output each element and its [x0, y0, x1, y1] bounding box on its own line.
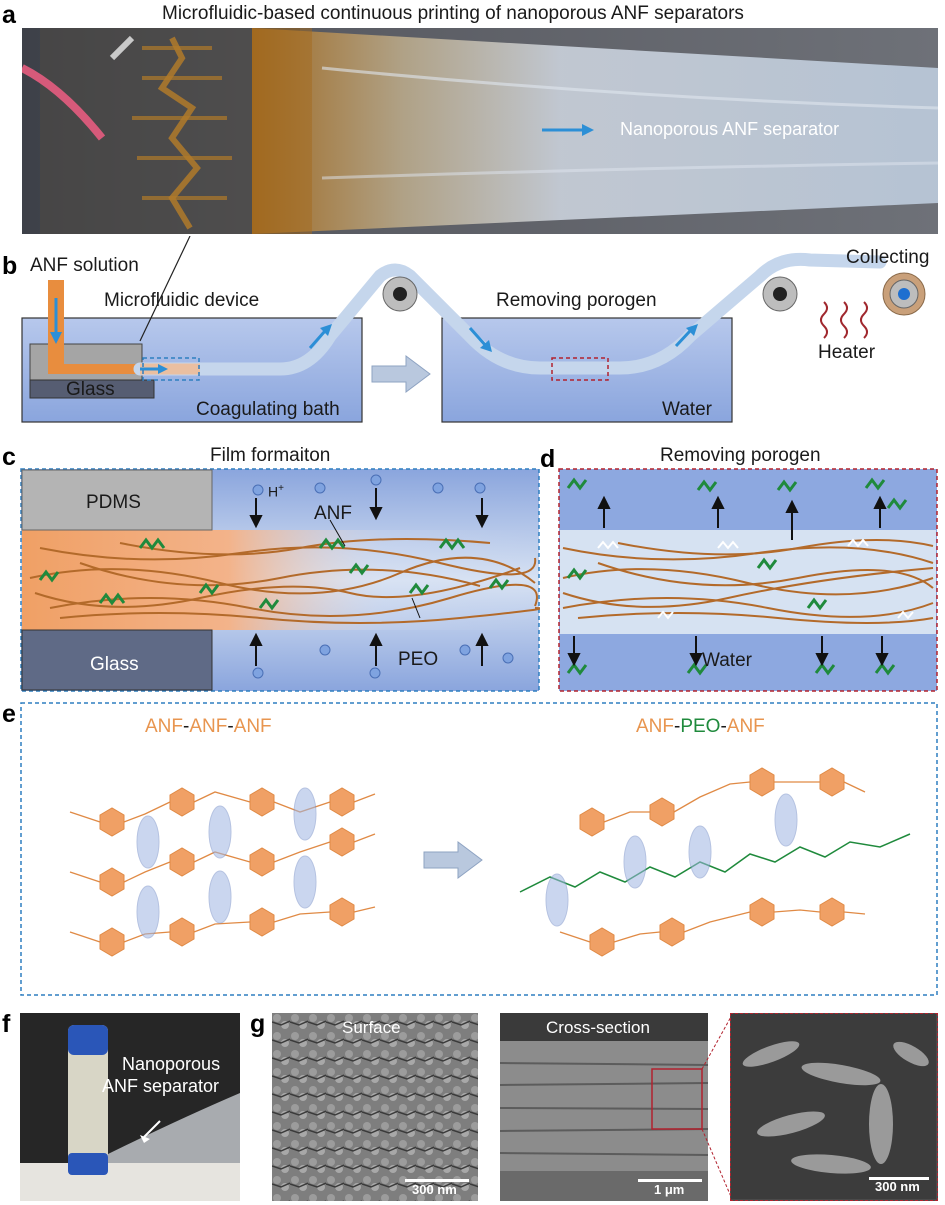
film-formation-diagram	[20, 468, 540, 692]
anf-title-part3: ANF	[233, 716, 272, 737]
scale-bar-label-1: 300 nm	[412, 1182, 457, 1197]
chemical-structures-diagram	[20, 702, 938, 996]
sem-surface-image: Surface 300 nm	[272, 1013, 478, 1201]
removing-porogen-title: Removing porogen	[660, 445, 821, 466]
battery-illustration	[20, 1013, 240, 1201]
anf-label-c: ANF	[314, 503, 352, 524]
film-formation-title: Film formaiton	[210, 445, 331, 466]
panel-label-b: b	[2, 252, 18, 280]
zoom-connector-lines	[701, 1014, 733, 1200]
peo-title-part1: ANF	[636, 716, 674, 737]
h-plus-label: H+	[268, 484, 284, 499]
peo-label-c: PEO	[398, 649, 439, 670]
water-label-d: Water	[702, 650, 752, 671]
microfluidic-device-label: Microfluidic device	[104, 290, 260, 311]
water-label-b: Water	[662, 399, 712, 420]
sem-cross-section-texture	[500, 1013, 708, 1201]
panel-label-g: g	[250, 1010, 266, 1038]
microfluidic-printing-photo: Nanoporous ANF separator	[22, 28, 938, 234]
panel-a-title: Microfluidic-based continuous printing o…	[162, 3, 744, 24]
glass-label-c: Glass	[90, 654, 139, 675]
h-plus-superscript: +	[278, 483, 284, 494]
panel-label-f: f	[2, 1010, 11, 1038]
surface-label: Surface	[342, 1018, 401, 1037]
heater-label: Heater	[818, 342, 876, 363]
anf-title-dash2: -	[227, 716, 234, 737]
removing-porogen-label-b: Removing porogen	[496, 290, 657, 311]
peo-title-dash2: -	[720, 716, 727, 737]
anf-peo-anf-title: ANF-PEO-ANF	[636, 717, 765, 736]
peo-title-dash1: -	[674, 716, 681, 737]
collecting-label: Collecting	[846, 247, 930, 268]
panel-label-e: e	[2, 700, 16, 728]
pdms-label: PDMS	[86, 492, 141, 513]
battery-photo: Nanoporous ANF separator	[20, 1013, 240, 1201]
anf-anf-anf-title: ANF-ANF-ANF	[145, 717, 272, 736]
sem-cross-section-image: Cross-section 1 μm	[500, 1013, 708, 1201]
cross-section-label: Cross-section	[546, 1018, 650, 1037]
sem-zoomed-image: 300 nm	[730, 1013, 938, 1201]
coagulating-bath-label: Coagulating bath	[196, 399, 340, 420]
sem-zoomed-texture	[731, 1014, 936, 1199]
panel-label-c: c	[2, 443, 16, 471]
battery-separator-label-1: Nanoporous	[122, 1054, 221, 1074]
panel-label-d: d	[540, 445, 556, 473]
anf-title-dash1: -	[183, 716, 190, 737]
anf-solution-label: ANF solution	[30, 255, 139, 276]
microfluidic-photo-illustration	[22, 28, 938, 234]
separator-photo-label: Nanoporous ANF separator	[620, 119, 840, 139]
panel-label-a: a	[2, 1, 16, 29]
anf-title-part1: ANF	[145, 716, 183, 737]
peo-title-part3: ANF	[726, 716, 765, 737]
scale-bar-label-3: 300 nm	[875, 1179, 920, 1194]
removing-porogen-diagram	[558, 468, 938, 692]
battery-separator-label-2: ANF separator	[102, 1076, 220, 1096]
peo-title-part2: PEO	[680, 716, 721, 737]
h-plus-text: H	[268, 483, 279, 500]
anf-title-part2: ANF	[189, 716, 228, 737]
scale-bar-label-2: 1 μm	[654, 1182, 685, 1197]
printing-process-schematic	[21, 236, 926, 423]
sem-surface-texture	[272, 1013, 478, 1201]
glass-label-b: Glass	[66, 379, 115, 400]
